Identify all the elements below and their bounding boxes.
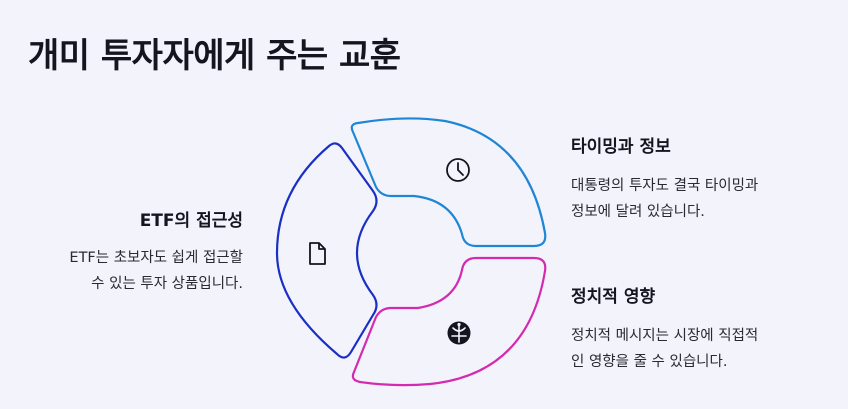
politics-segment	[351, 256, 547, 387]
etf-description-line-1: ETF는 초보자도 쉽게 접근할	[69, 250, 243, 266]
timing-description-line-2: 정보에 달려 있습니다.	[571, 204, 705, 220]
politics-description-line-2: 인 영향을 줄 수 있습니다.	[571, 354, 728, 370]
politics-heading: 정치적 영향	[571, 287, 656, 307]
clock-icon	[446, 158, 470, 182]
document-icon	[309, 242, 326, 265]
timing-heading: 타이밍과 정보	[571, 137, 671, 157]
timing-section: 타이밍과 정보 대통령의 투자도 결국 타이밍과 정보에 달려 있습니다.	[571, 132, 841, 225]
etf-description-line-2: 수 있는 투자 상품입니다.	[91, 276, 243, 292]
politics-description-line-1: 정치적 메시지는 시장에 직접적	[571, 328, 759, 344]
page-title: 개미 투자자에게 주는 교훈	[28, 36, 401, 76]
etf-segment	[275, 142, 378, 359]
etf-section: ETF의 접근성 ETF는 초보자도 쉽게 접근할 수 있는 투자 상품입니다.	[3, 206, 243, 297]
timing-description-line-1: 대통령의 투자도 결국 타이밍과	[571, 178, 759, 194]
etf-heading: ETF의 접근성	[139, 211, 243, 231]
timing-segment	[350, 117, 547, 248]
emblem-icon	[447, 321, 471, 345]
politics-section: 정치적 영향 정치적 메시지는 시장에 직접적 인 영향을 줄 수 있습니다.	[571, 282, 841, 375]
